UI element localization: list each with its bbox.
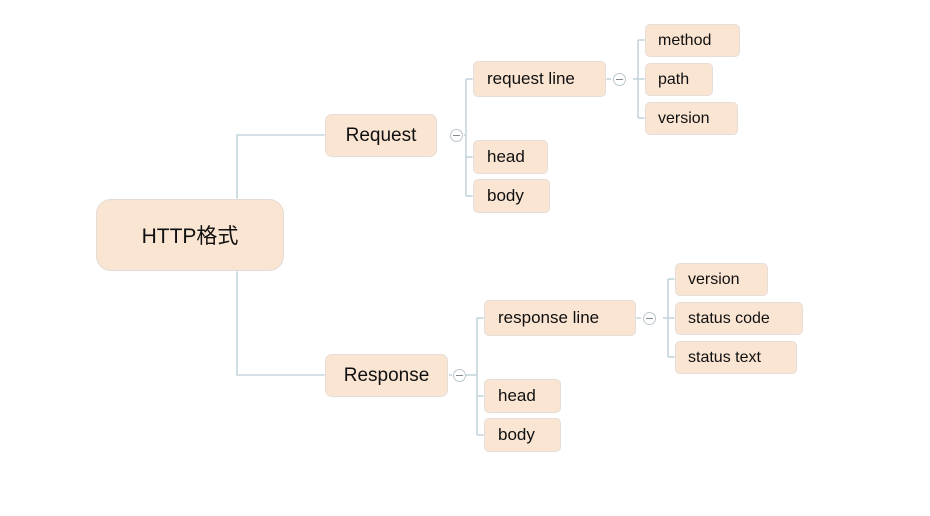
node-request-line-label: request line bbox=[487, 69, 575, 88]
node-version-response-label: version bbox=[688, 270, 740, 288]
node-request-body-label: body bbox=[487, 186, 524, 205]
toggle-response-line-collapse-icon[interactable] bbox=[643, 312, 656, 325]
node-response-head-label: head bbox=[498, 386, 536, 405]
node-request-line[interactable]: request line bbox=[473, 61, 606, 97]
node-request-head[interactable]: head bbox=[473, 140, 548, 174]
node-response-body-label: body bbox=[498, 425, 535, 444]
toggle-request-line-collapse-icon[interactable] bbox=[613, 73, 626, 86]
node-path-label: path bbox=[658, 70, 690, 88]
node-status-text-label: status text bbox=[688, 348, 761, 366]
toggle-response-collapse-icon[interactable] bbox=[453, 369, 466, 382]
node-response-body[interactable]: body bbox=[484, 418, 561, 452]
node-path[interactable]: path bbox=[645, 63, 713, 96]
node-request-label: Request bbox=[345, 124, 417, 146]
node-method-label: method bbox=[658, 31, 712, 49]
node-version-request[interactable]: version bbox=[645, 102, 738, 135]
node-request-head-label: head bbox=[487, 147, 525, 166]
node-response-line-label: response line bbox=[498, 308, 600, 327]
node-method[interactable]: method bbox=[645, 24, 740, 57]
node-root-label: HTTP格式 bbox=[141, 225, 239, 248]
node-version-request-label: version bbox=[658, 109, 710, 127]
node-request-body[interactable]: body bbox=[473, 179, 550, 213]
node-response-label: Response bbox=[343, 364, 430, 386]
node-status-code[interactable]: status code bbox=[675, 302, 803, 335]
toggle-request-collapse-icon[interactable] bbox=[450, 129, 463, 142]
node-status-text[interactable]: status text bbox=[675, 341, 797, 374]
node-root[interactable]: HTTP格式 bbox=[96, 199, 284, 271]
node-response-line[interactable]: response line bbox=[484, 300, 636, 336]
node-request[interactable]: Request bbox=[325, 114, 437, 157]
node-status-code-label: status code bbox=[688, 309, 770, 327]
node-response[interactable]: Response bbox=[325, 354, 448, 397]
node-version-response[interactable]: version bbox=[675, 263, 768, 296]
node-response-head[interactable]: head bbox=[484, 379, 561, 413]
